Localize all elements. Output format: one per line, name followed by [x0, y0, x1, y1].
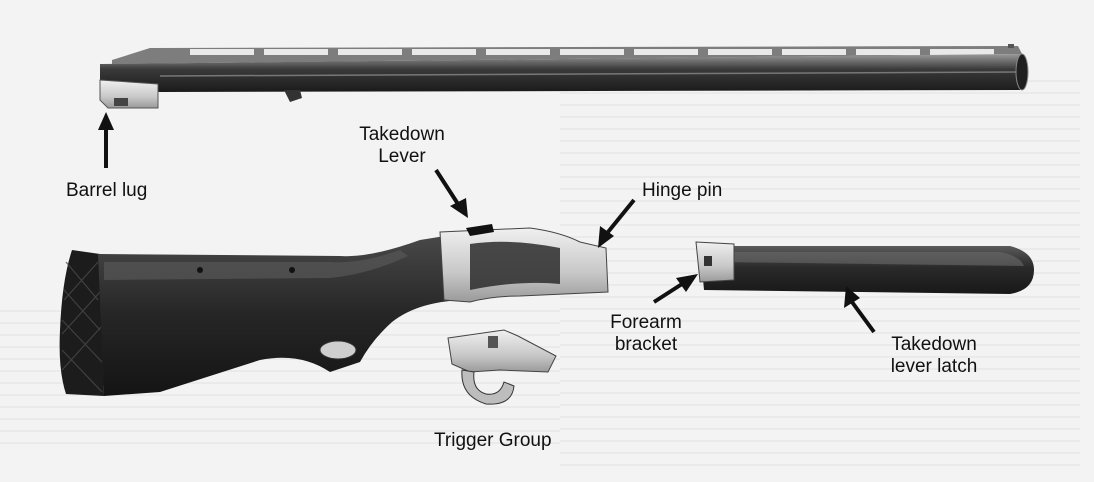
takedown-lever-label: Takedown Lever	[350, 124, 454, 168]
forearm-bracket-label: Forearm bracket	[604, 312, 688, 356]
hinge-pin-arrow	[606, 198, 636, 234]
takedown-lever-part	[466, 224, 494, 236]
forearm-bracket-text-line2: bracket	[614, 334, 678, 355]
takedown-lever-latch-text-line1: Takedown	[891, 334, 977, 355]
takedown-lever-text-line1: Takedown	[359, 124, 445, 145]
takedown-lever-latch-arrow	[850, 300, 876, 334]
callout-arrows	[98, 112, 876, 334]
takedown-lever-arrow	[434, 168, 460, 206]
stock-and-receiver	[59, 224, 609, 396]
butt-pad	[59, 250, 104, 396]
forearm-bracket-part	[695, 241, 735, 283]
barrel	[99, 44, 1029, 109]
hinge-pin-text: Hinge pin	[642, 180, 723, 201]
barrel-lug-part	[99, 79, 159, 109]
trigger-group-part	[447, 329, 557, 405]
forearm	[695, 241, 1034, 294]
forearm-bracket-text-line1: Forearm	[610, 312, 682, 333]
takedown-lever-latch-label: Takedown lever latch	[878, 334, 990, 378]
forearm-bracket-arrow	[652, 282, 684, 304]
takedown-lever-text-line2: Lever	[378, 146, 426, 167]
barrel-tube	[100, 54, 1028, 92]
buttstock	[98, 232, 470, 396]
trigger-group-text: Trigger Group	[434, 430, 552, 451]
takedown-lever-latch-text-line2: lever latch	[890, 356, 978, 377]
barrel-lug-text: Barrel lug	[66, 180, 148, 201]
rib-vents	[190, 49, 994, 55]
hinge-pin-label: Hinge pin	[642, 180, 722, 202]
barrel-lug-label: Barrel lug	[66, 180, 147, 202]
trigger-group-label: Trigger Group	[434, 430, 552, 452]
